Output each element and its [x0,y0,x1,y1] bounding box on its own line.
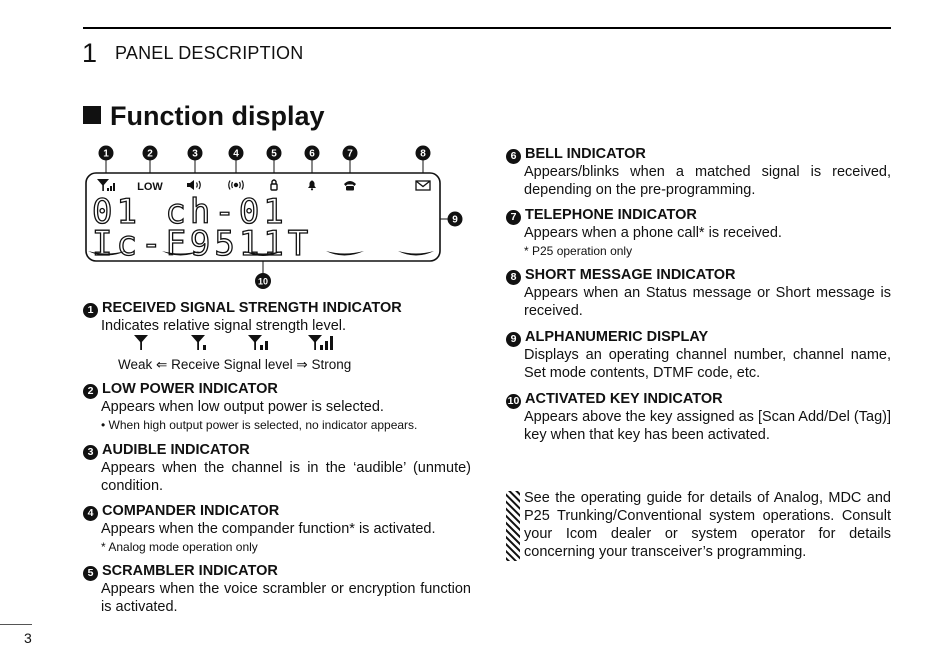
display-line-2: Ic-F9511T [92,224,312,264]
compander-icon [228,180,244,190]
alphanumeric-display: 01 ch-01 Ic-F9511T [91,191,312,264]
info-note-text: See the operating guide for details of A… [524,490,891,560]
low-power-label: LOW [137,181,163,193]
item-body: Appears when the channel is in the ‘audi… [101,460,471,494]
antenna-signal-icon [97,179,115,191]
svg-text:10: 10 [258,277,268,287]
svg-text:9: 9 [452,215,458,226]
number-badge: 2 [83,384,98,399]
signal-level-1-icon [191,335,206,350]
section-title: Function display [83,100,325,132]
number-badge: 7 [506,210,521,225]
number-badge: 10 [506,394,521,409]
chapter-number: 1 [82,38,98,68]
display-line-1: 01 ch-01 [92,192,288,232]
svg-text:5: 5 [271,149,277,160]
lcd-frame [85,172,441,262]
number-badge: 6 [506,149,521,164]
audible-speaker-icon [187,180,201,190]
number-badge: 1 [83,303,98,318]
item-body: Appears above the key assigned as [Scan … [524,409,891,443]
signal-level-2-icon [248,335,268,350]
item-note: * Analog mode operation only [101,539,258,554]
header-rule [83,27,891,29]
item-body: Appears when the voice scrambler or encr… [101,581,471,615]
number-badge: 3 [83,445,98,460]
activated-key-indicators [88,251,434,256]
item-body: Appears when a phone call* is received. [524,225,782,241]
item-body: Displays an operating channel number, ch… [524,347,891,381]
callout-10: 10 [255,260,271,289]
svg-text:6: 6 [309,149,315,160]
envelope-icon [415,180,431,191]
svg-text:4: 4 [233,149,239,160]
item-body: Appears/blinks when a matched signal is … [524,164,891,198]
info-note: See the operating guide for details of A… [506,489,891,561]
signal-caption: Weak ⇐ Receive Signal level ⇒ Strong [118,357,352,372]
item-body: Appears when the compander function* is … [101,521,436,537]
lcd-display-diagram: 1 2 3 4 5 6 7 8 9 10 LOW 01 ch-01 [85,145,463,289]
scrambler-icon [270,179,278,191]
number-badge: 4 [83,506,98,521]
telephone-icon [344,181,356,191]
item-body: Appears when low output power is selecte… [101,399,384,415]
svg-text:1: 1 [103,149,109,160]
page-number-rule [0,624,32,625]
svg-text:8: 8 [420,149,426,160]
signal-level-3-icon [308,335,333,350]
item-note: * P25 operation only [524,243,633,258]
svg-text:3: 3 [192,149,198,160]
number-badge: 8 [506,270,521,285]
item-note: • When high output power is selected, no… [101,417,418,432]
svg-text:7: 7 [347,149,353,160]
note-hatch-icon [506,491,520,561]
item-body: Indicates relative signal strength level… [101,318,347,334]
number-badge: 5 [83,566,98,581]
svg-text:2: 2 [147,149,153,160]
bell-icon [308,180,316,191]
item-body: Appears when an Status message or Short … [524,285,891,319]
number-badge: 9 [506,332,521,347]
square-bullet-icon [83,106,101,124]
chapter-title: PANEL DESCRIPTION [115,43,304,63]
page-number: 3 [24,630,32,646]
signal-level-icons [131,333,351,355]
signal-level-0-icon [134,335,148,350]
